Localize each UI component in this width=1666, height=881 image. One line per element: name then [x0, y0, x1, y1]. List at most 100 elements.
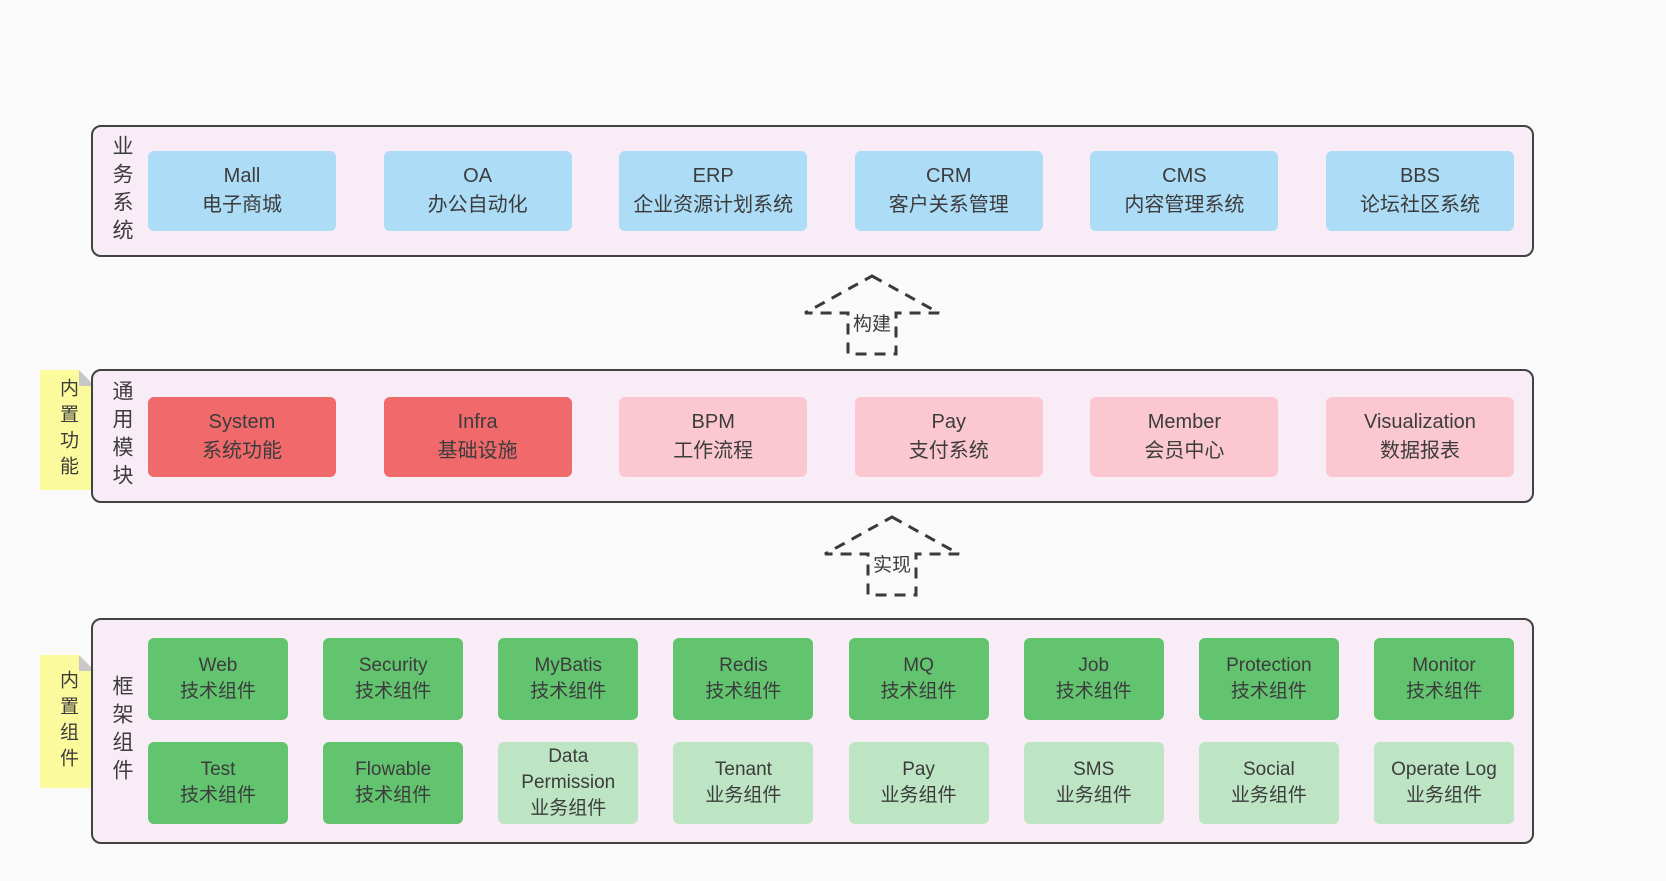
build-arrow: 构建: [802, 273, 942, 357]
box-title: CMS: [1162, 165, 1207, 187]
box-flowable: Flowable 技术组件: [323, 742, 464, 824]
box-subtitle: 业务组件: [1055, 785, 1132, 806]
box-operate-log: Operate Log 业务组件: [1373, 742, 1514, 824]
box-title: ERP: [692, 165, 734, 187]
box-title: Data Permission: [521, 746, 616, 793]
box-subtitle: 技术组件: [705, 681, 782, 702]
box-title: BBS: [1399, 165, 1440, 187]
box-subtitle: 系统功能: [202, 440, 282, 462]
box-subtitle: 业务组件: [1405, 785, 1482, 806]
box-title: CRM: [926, 165, 972, 187]
box-title: Test: [200, 759, 236, 780]
box-bbs: BBS 论坛社区系统: [1325, 151, 1514, 231]
box-oa: OA 办公自动化: [383, 151, 572, 231]
box-member: Member 会员中心: [1090, 397, 1279, 477]
box-title: Protection: [1226, 655, 1312, 676]
business-box-row: Mall 电子商城 OA 办公自动化 ERP 企业资源计划系统 CRM 客户关系…: [148, 151, 1514, 231]
panel-label: 框架组件: [110, 675, 133, 787]
modules-box-row: System 系统功能 Infra 基础设施 BPM 工作流程 Pay 支付系统…: [148, 397, 1514, 477]
panel-label: 业务系统: [110, 135, 133, 247]
box-subtitle: 技术组件: [530, 681, 607, 702]
box-title: Web: [198, 655, 238, 676]
implement-arrow: 实现: [822, 514, 962, 598]
box-title: Social: [1242, 759, 1295, 780]
box-title: Tenant: [714, 759, 772, 780]
box-visualization: Visualization 数据报表: [1325, 397, 1514, 477]
arrow-label: 实现: [869, 550, 915, 577]
sticky-note-builtin-components: 内置组件: [40, 655, 95, 788]
box-subtitle: 办公自动化: [427, 194, 528, 216]
panel-label: 通用模块: [110, 380, 133, 492]
box-web: Web 技术组件: [148, 638, 288, 720]
box-subtitle: 业务组件: [1230, 785, 1307, 806]
box-subtitle: 业务组件: [530, 798, 607, 819]
box-pay-business: Pay 业务组件: [848, 742, 989, 824]
box-title: Flowable: [355, 759, 432, 780]
box-title: SMS: [1073, 759, 1115, 780]
business-systems-panel: 业务系统 Mall 电子商城 OA 办公自动化 ERP 企业资源计划系统 CRM…: [91, 125, 1534, 257]
box-subtitle: 技术组件: [1405, 681, 1482, 702]
box-subtitle: 业务组件: [705, 785, 782, 806]
box-title: Security: [358, 655, 428, 676]
box-subtitle: 论坛社区系统: [1359, 194, 1480, 216]
box-subtitle: 企业资源计划系统: [633, 194, 794, 216]
box-subtitle: 内容管理系统: [1124, 194, 1245, 216]
framework-box-row-2: Test 技术组件 Flowable 技术组件 Data Permission …: [148, 742, 1514, 824]
box-subtitle: 数据报表: [1379, 440, 1460, 462]
box-subtitle: 支付系统: [908, 440, 989, 462]
box-cms: CMS 内容管理系统: [1090, 151, 1279, 231]
box-subtitle: 电子商城: [202, 194, 282, 216]
box-crm: CRM 客户关系管理: [854, 151, 1043, 231]
box-subtitle: 技术组件: [179, 681, 256, 702]
box-title: Infra: [457, 411, 498, 433]
note-label: 内置功能: [57, 378, 78, 482]
box-subtitle: 客户关系管理: [888, 194, 1009, 216]
box-title: Pay: [902, 759, 935, 780]
box-data-permission: Data Permission 业务组件: [498, 742, 639, 824]
box-mall: Mall 电子商城: [148, 151, 336, 231]
box-subtitle: 技术组件: [355, 785, 432, 806]
box-erp: ERP 企业资源计划系统: [619, 151, 808, 231]
box-subtitle: 技术组件: [179, 785, 256, 806]
box-title: Redis: [719, 655, 768, 676]
framework-box-row-1: Web 技术组件 Security 技术组件 MyBatis 技术组件 Redi…: [148, 638, 1514, 720]
box-security: Security 技术组件: [323, 638, 464, 720]
box-subtitle: 会员中心: [1144, 440, 1225, 462]
box-protection: Protection 技术组件: [1198, 638, 1339, 720]
box-test: Test 技术组件: [148, 742, 288, 824]
box-title: MyBatis: [534, 655, 603, 676]
box-infra: Infra 基础设施: [383, 397, 572, 477]
box-monitor: Monitor 技术组件: [1373, 638, 1514, 720]
box-bpm: BPM 工作流程: [619, 397, 808, 477]
framework-components-panel: 框架组件 Web 技术组件 Security 技术组件 MyBatis 技术组件…: [91, 618, 1534, 844]
box-pay: Pay 支付系统: [854, 397, 1043, 477]
box-title: MQ: [903, 655, 934, 676]
box-title: Visualization: [1364, 411, 1476, 433]
note-label: 内置组件: [57, 669, 78, 774]
sticky-note-builtin-features: 内置功能: [40, 370, 95, 490]
box-subtitle: 技术组件: [355, 681, 432, 702]
box-subtitle: 技术组件: [1230, 681, 1307, 702]
box-subtitle: 工作流程: [673, 440, 754, 462]
box-sms: SMS 业务组件: [1023, 742, 1164, 824]
box-tenant: Tenant 业务组件: [673, 742, 814, 824]
box-title: Mall: [223, 165, 261, 187]
box-title: OA: [463, 165, 493, 187]
box-job: Job 技术组件: [1023, 638, 1164, 720]
box-title: Member: [1147, 411, 1222, 433]
arrow-label: 构建: [849, 309, 895, 336]
box-mq: MQ 技术组件: [848, 638, 989, 720]
box-subtitle: 技术组件: [1055, 681, 1132, 702]
box-title: Pay: [931, 411, 967, 433]
box-title: System: [208, 411, 276, 433]
common-modules-panel: 通用模块 System 系统功能 Infra 基础设施 BPM 工作流程 Pay…: [91, 369, 1534, 503]
box-social: Social 业务组件: [1198, 742, 1339, 824]
box-title: BPM: [691, 411, 735, 433]
box-subtitle: 技术组件: [880, 681, 957, 702]
box-mybatis: MyBatis 技术组件: [498, 638, 639, 720]
box-redis: Redis 技术组件: [673, 638, 814, 720]
box-subtitle: 业务组件: [880, 785, 957, 806]
box-title: Job: [1078, 655, 1110, 676]
box-subtitle: 基础设施: [437, 440, 518, 462]
